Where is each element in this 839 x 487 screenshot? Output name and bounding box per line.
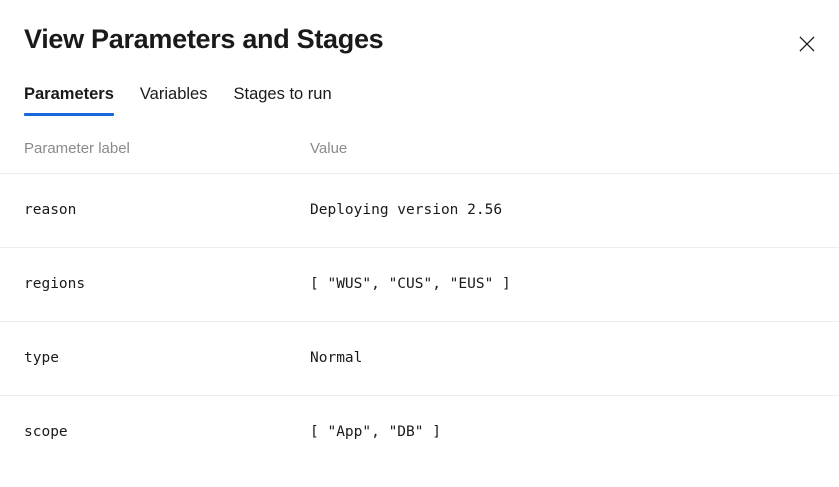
table-row: scope [ "App", "DB" ] [0, 395, 839, 469]
cell-parameter-label: type [0, 321, 310, 396]
tab-bar: Parameters Variables Stages to run [0, 78, 839, 116]
table-row: type Normal [0, 321, 839, 396]
page-title: View Parameters and Stages [24, 24, 384, 54]
column-header-value: Value [310, 125, 839, 174]
column-header-parameter-label: Parameter label [0, 125, 310, 174]
tab-parameters[interactable]: Parameters [24, 84, 114, 116]
close-button[interactable] [791, 28, 823, 60]
table-row: regions [ "WUS", "CUS", "EUS" ] [0, 247, 839, 322]
tab-stages-to-run[interactable]: Stages to run [233, 84, 331, 116]
table-row: reason Deploying version 2.56 [0, 173, 839, 248]
cell-parameter-label: regions [0, 247, 310, 322]
table-header-row: Parameter label Value [0, 125, 839, 174]
cell-parameter-label: reason [0, 173, 310, 248]
tab-variables[interactable]: Variables [140, 84, 208, 116]
cell-parameter-value: [ "App", "DB" ] [310, 424, 441, 441]
cell-parameter-value: Deploying version 2.56 [310, 173, 839, 248]
dialog-header: View Parameters and Stages [0, 0, 839, 78]
parameters-table: Parameter label Value reason Deploying v… [0, 125, 839, 469]
cell-parameter-value: Normal [310, 321, 839, 396]
cell-parameter-value: [ "WUS", "CUS", "EUS" ] [310, 247, 839, 322]
cell-parameter-label: scope [24, 424, 68, 441]
close-icon [799, 36, 815, 52]
